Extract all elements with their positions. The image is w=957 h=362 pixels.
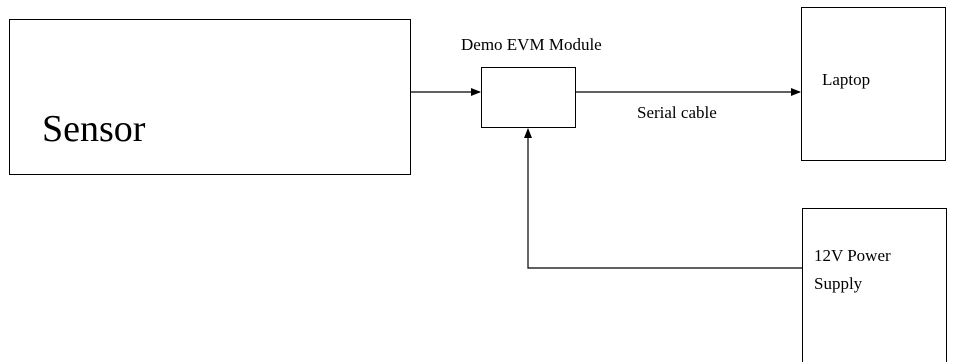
- sensor-label: Sensor: [42, 108, 146, 150]
- sensor-box: Sensor: [9, 19, 411, 175]
- evm-module-label: Demo EVM Module: [461, 35, 602, 54]
- power-supply-label-line2: Supply: [814, 274, 863, 293]
- laptop-label: Laptop: [822, 70, 871, 89]
- serial-cable-label: Serial cable: [637, 103, 717, 122]
- laptop-box: Laptop: [801, 7, 946, 161]
- power-supply-label-line1: 12V Power: [814, 246, 891, 265]
- power-to-evm-arrow: [524, 128, 802, 269]
- power-supply-box: 12V Power Supply: [802, 208, 947, 362]
- evm-module-box: [481, 67, 576, 128]
